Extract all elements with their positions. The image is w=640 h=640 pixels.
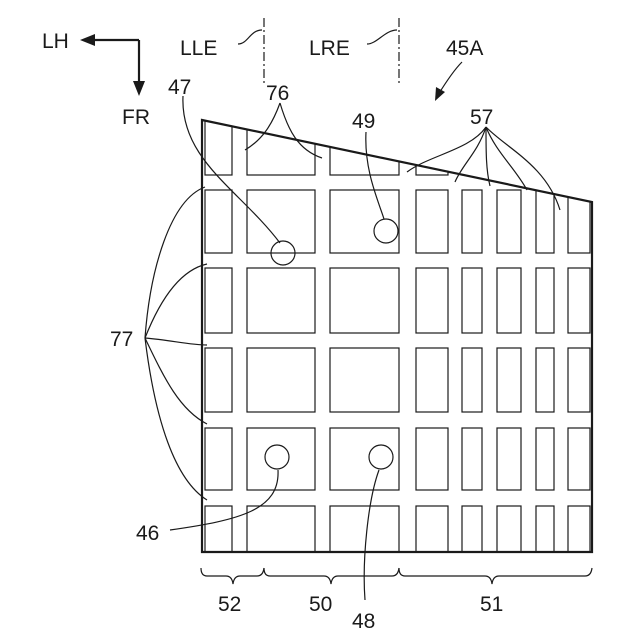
cell-column-4 — [416, 110, 448, 566]
cell-column-6 — [497, 110, 521, 566]
lre-label: LRE — [309, 37, 350, 60]
dimension-braces — [201, 568, 592, 584]
ref-57: 57 — [470, 106, 493, 129]
lh-label: LH — [42, 30, 69, 53]
fr-label: FR — [122, 106, 150, 129]
part-label: 45A — [446, 37, 483, 60]
ref-76: 76 — [266, 82, 289, 105]
panel-outline — [202, 120, 592, 552]
ref-47: 47 — [168, 76, 191, 99]
panel-grid — [205, 110, 590, 566]
ref-49: 49 — [352, 110, 375, 133]
down-arrowhead-icon — [133, 81, 145, 96]
ref-51: 51 — [480, 593, 503, 616]
ref-46: 46 — [136, 522, 159, 545]
ref-48: 48 — [352, 610, 375, 633]
cell-column-3 — [330, 110, 399, 566]
part-pointer — [435, 62, 462, 101]
ref-52: 52 — [218, 593, 241, 616]
lle-label: LLE — [180, 37, 217, 60]
hole-49 — [374, 219, 398, 243]
cell-column-8 — [568, 110, 590, 566]
cell-column-7 — [536, 110, 554, 566]
pointer-arrowhead-icon — [435, 87, 445, 101]
ref-50: 50 — [309, 593, 332, 616]
left-arrowhead-icon — [80, 34, 95, 46]
ref-77: 77 — [110, 328, 133, 351]
cell-column-2 — [247, 110, 315, 566]
direction-indicator — [80, 34, 145, 96]
hole-46 — [265, 445, 289, 469]
hole-48 — [369, 445, 393, 469]
cell-column-1 — [205, 110, 232, 566]
